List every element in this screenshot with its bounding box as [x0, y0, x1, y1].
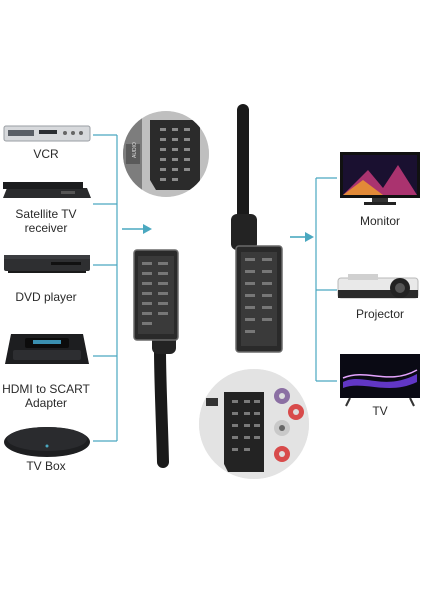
output-label-projector: Projector — [355, 307, 405, 321]
projector-icon — [336, 270, 422, 306]
monitor-icon — [338, 150, 422, 208]
tv-box-icon — [3, 424, 91, 458]
satellite-receiver-icon — [3, 180, 91, 202]
source-label-dvd: DVD player — [15, 290, 77, 304]
source-label-vcr: VCR — [33, 147, 59, 161]
panel-text: AUDIO — [132, 142, 138, 158]
scart-closeup-bottom — [198, 368, 310, 480]
hdmi-scart-adapter-icon — [3, 328, 91, 370]
source-label-tv-box: TV Box — [26, 459, 66, 473]
output-label-tv: TV — [372, 404, 388, 418]
tv-icon — [338, 352, 422, 408]
arrow-right-icon — [122, 224, 152, 234]
dvd-player-icon — [3, 252, 91, 276]
vcr-icon — [3, 124, 91, 144]
output-label-monitor: Monitor — [359, 214, 400, 228]
scart-closeup-top: AUDIO — [122, 110, 210, 198]
